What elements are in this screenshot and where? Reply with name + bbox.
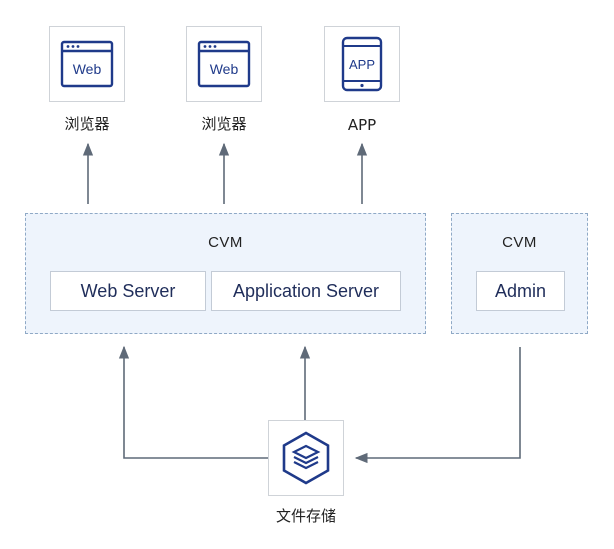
mobile-phone-icon: APP xyxy=(341,36,383,92)
admin-box: Admin xyxy=(476,271,565,311)
browser-client-1: Web xyxy=(49,26,125,102)
app-icon-text: APP xyxy=(349,57,375,72)
web-server-box: Web Server xyxy=(50,271,206,311)
cvm-title: CVM xyxy=(502,234,537,251)
browser-label-2: 浏览器 xyxy=(201,115,247,133)
browser-client-2: Web xyxy=(186,26,262,102)
browser-label-1: 浏览器 xyxy=(64,115,110,133)
browser-window-icon: Web xyxy=(60,40,114,88)
app-label: APP xyxy=(347,116,377,134)
app-client: APP xyxy=(324,26,400,102)
arrow-storage-to-web-server xyxy=(118,345,268,459)
browser-icon-text: Web xyxy=(73,61,102,77)
application-server-box: Application Server xyxy=(211,271,401,311)
cvm-title: CVM xyxy=(208,234,243,251)
arrow-admin-to-storage xyxy=(354,347,521,464)
file-storage-node xyxy=(268,420,344,496)
browser-window-icon: Web xyxy=(197,40,251,88)
file-storage-stack-icon xyxy=(282,431,330,485)
cvm-group-main: CVM Web Server Application Server xyxy=(25,213,426,334)
browser-icon-text: Web xyxy=(210,61,239,77)
file-storage-label: 文件存储 xyxy=(275,507,336,525)
cvm-group-admin: CVM Admin xyxy=(451,213,588,334)
